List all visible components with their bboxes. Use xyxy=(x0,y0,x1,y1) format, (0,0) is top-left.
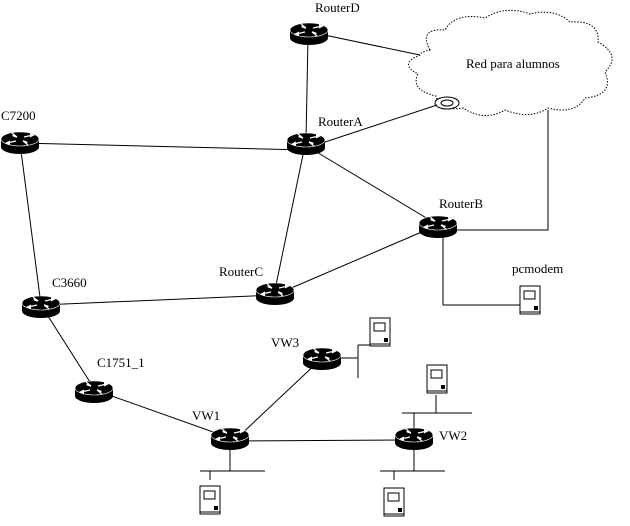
link-c7200-routera xyxy=(19,142,306,151)
host-vw1-pc[interactable] xyxy=(199,485,221,515)
router-label: VW1 xyxy=(192,408,220,423)
router-icon xyxy=(255,282,295,306)
link-routerb-pcmodem xyxy=(442,233,520,306)
cloud-connector-icon xyxy=(434,96,460,110)
router-vw1[interactable]: VW1 xyxy=(192,408,250,451)
host-vw3-pc[interactable] xyxy=(369,317,391,347)
pc-icon xyxy=(519,285,541,315)
link-c3660-routerc xyxy=(40,294,276,306)
cloud-label: Red para alumnos xyxy=(466,56,560,71)
router-icon xyxy=(21,295,61,319)
link-routerc-routerb xyxy=(274,224,439,296)
router-label: C3660 xyxy=(52,275,87,290)
router-routerd[interactable]: RouterD xyxy=(289,0,360,46)
router-icon xyxy=(394,427,434,451)
pc-icon xyxy=(369,317,391,347)
link-routerb-cloud xyxy=(440,110,549,231)
router-icon xyxy=(418,215,458,239)
link-c3660-c1751 xyxy=(40,304,96,391)
router-routera[interactable]: RouterA xyxy=(286,114,363,156)
router-label: C1751_1 xyxy=(97,355,145,370)
router-label: VW2 xyxy=(439,428,467,443)
router-label: VW3 xyxy=(271,335,299,350)
router-icon xyxy=(210,427,250,451)
host-label: pcmodem xyxy=(512,261,563,276)
router-label: RouterA xyxy=(318,114,363,129)
router-label: C7200 xyxy=(1,108,36,123)
router-icon xyxy=(289,22,329,46)
router-icon xyxy=(74,380,114,404)
link-routera-cloud xyxy=(321,104,438,144)
link-routera-routerb xyxy=(304,144,439,226)
router-routerc[interactable]: RouterC xyxy=(219,264,295,306)
host-vw2-lower-pc[interactable] xyxy=(383,487,405,517)
router-vw2[interactable]: VW2 xyxy=(394,427,467,451)
router-c1751-1[interactable]: C1751_1 xyxy=(74,355,145,404)
host-vw2-upper-pc[interactable] xyxy=(426,364,448,394)
cloud-red-para-alumnos: Red para alumnos xyxy=(408,9,613,116)
link-routerd-cloud xyxy=(309,31,421,56)
router-c7200[interactable]: C7200 xyxy=(0,108,40,155)
router-vw3[interactable]: VW3 xyxy=(271,335,342,371)
link-vw1-vw3 xyxy=(234,359,321,441)
pc-icon xyxy=(199,485,221,515)
pc-icon xyxy=(383,487,405,517)
link-routerd-routera xyxy=(305,37,309,141)
router-label: RouterB xyxy=(439,196,483,211)
router-label: RouterD xyxy=(315,0,360,15)
router-c3660[interactable]: C3660 xyxy=(21,275,87,319)
host-pcmodem[interactable]: pcmodem xyxy=(512,261,563,315)
link-routera-routerc xyxy=(274,144,306,291)
network-links xyxy=(19,31,549,442)
router-icon xyxy=(286,132,326,156)
router-icon xyxy=(0,131,40,155)
router-routerb[interactable]: RouterB xyxy=(418,196,483,239)
router-label: RouterC xyxy=(219,264,263,279)
link-c7200-c3660 xyxy=(19,142,42,306)
pc-icon xyxy=(426,364,448,394)
link-c1751-vw1 xyxy=(94,389,231,439)
router-icon xyxy=(302,347,342,371)
link-vw1-vw2 xyxy=(239,439,406,442)
